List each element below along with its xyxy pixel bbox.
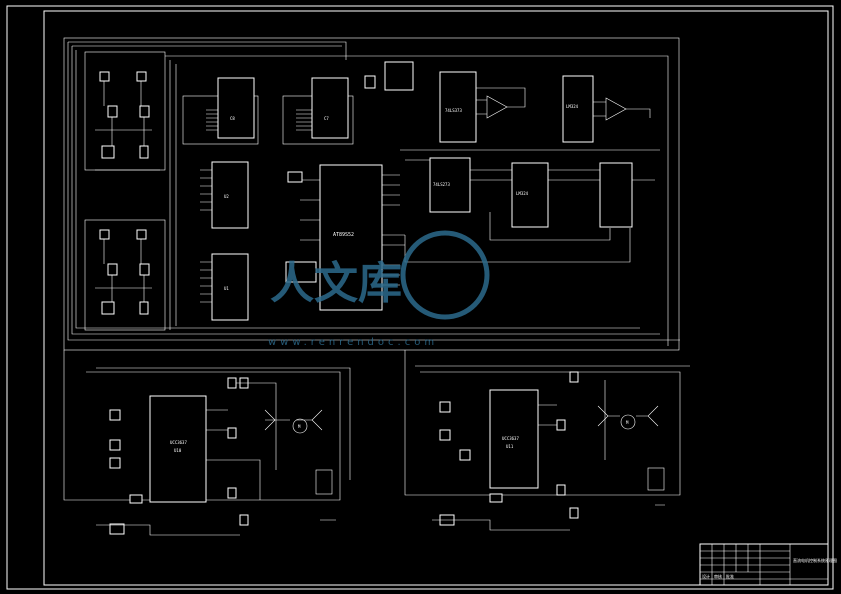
label-lm324-b: LM324 — [516, 191, 529, 196]
row-label-review: 审核 — [714, 573, 722, 579]
upper-board: C8 C7 74LS373 LM324 U2 — [63, 37, 680, 351]
motor-right — [620, 414, 636, 430]
outer-frame — [6, 5, 834, 590]
label-driver-left-ref: U10 — [174, 448, 182, 453]
label-74ls373: 74LS373 — [445, 108, 462, 113]
driver-board-left: UCC3637 U10 M — [63, 350, 351, 536]
driver-board-right: UCC3637 U11 M — [404, 350, 690, 531]
watermark-url: www.renrendoc.com — [268, 337, 438, 348]
latch-chip-c7: C7 — [282, 77, 354, 145]
drawing-title: 直流电机控制系统原理图 — [793, 557, 837, 563]
label-lm324-a: LM324 — [566, 104, 579, 109]
label-c7: C7 — [324, 116, 329, 121]
ic-lm324-a: LM324 — [562, 75, 651, 143]
row-label-design: 设计 — [702, 573, 710, 579]
motor-left — [292, 418, 308, 434]
inner-frame — [43, 10, 829, 586]
watermark-glyphs: 人文库 — [270, 258, 402, 309]
header-connector — [384, 61, 414, 91]
mcu-at89s52: AT89S52 — [285, 164, 405, 311]
row-label-approve: 批准 — [726, 573, 734, 579]
svg-text:M: M — [626, 420, 629, 425]
label-c8: C8 — [230, 116, 235, 121]
label-driver-left: UCC3637 — [170, 440, 187, 445]
ic-right-edge — [599, 162, 633, 228]
label-u2: U2 — [224, 194, 229, 199]
ic-lm324-b: LM324 — [511, 162, 549, 228]
title-block: 直流电机控制系统原理图 设计 审核 批准 — [699, 543, 837, 586]
label-74ls273: 74LS273 — [433, 182, 450, 187]
label-driver-right: UCC3637 — [502, 436, 519, 441]
watermark: 人文库 www.renrendoc.com — [268, 230, 490, 348]
label-u1: U1 — [224, 286, 229, 291]
ic-74ls373: 74LS373 — [439, 71, 526, 143]
power-stage-top — [84, 51, 166, 171]
label-mcu: AT89S52 — [333, 232, 354, 238]
latch-chip-c8: C8 — [182, 77, 259, 145]
power-stage-bottom — [84, 219, 166, 331]
ic-u2: U2 — [200, 161, 249, 229]
svg-text:M: M — [298, 424, 301, 429]
ic-74ls273: 74LS273 — [429, 157, 471, 213]
label-driver-right-ref: U11 — [506, 444, 514, 449]
ic-u1: U1 — [200, 253, 249, 321]
